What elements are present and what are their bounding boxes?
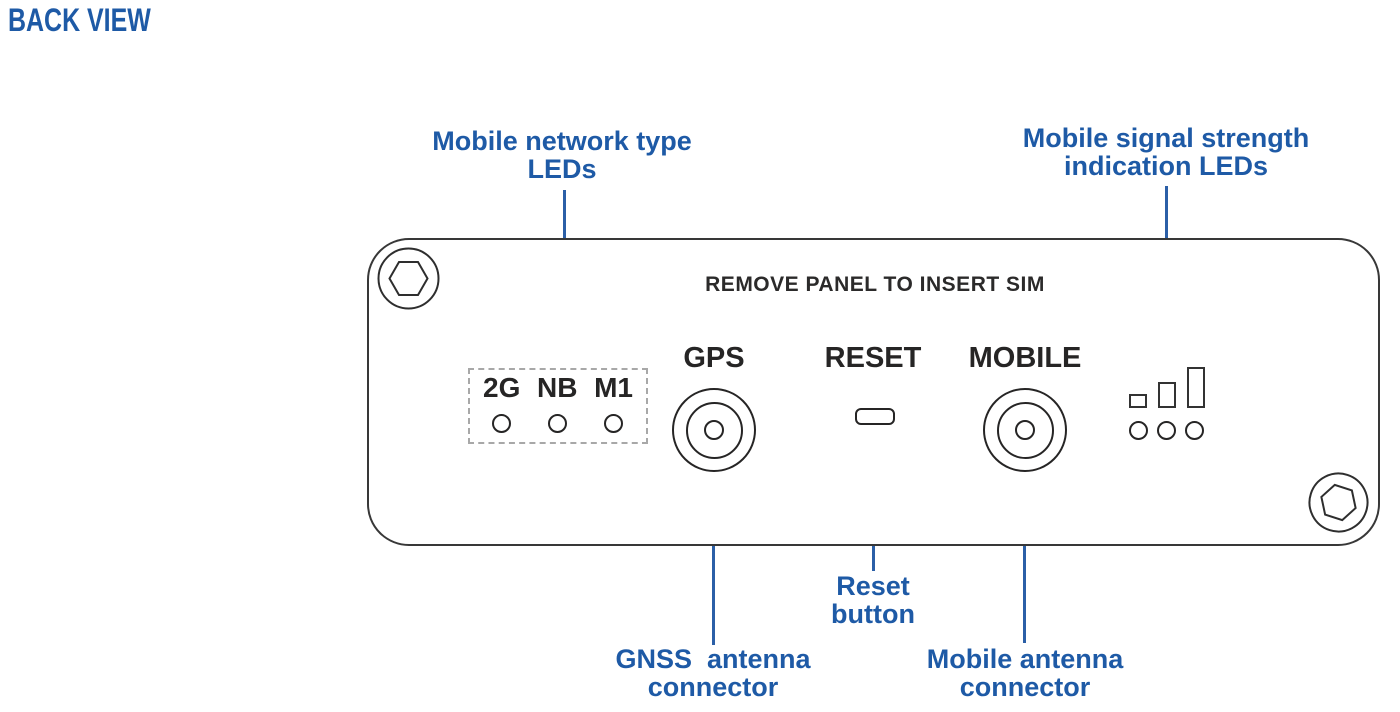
annotation-line: Mobile signal strength [1022,123,1310,153]
page-title: BACK VIEW [8,2,151,38]
annotation-network-type-leds: Mobile network type LEDs [362,127,762,183]
annotation-line: LEDs [527,154,597,184]
led-label: M1 [594,372,633,403]
annotation-line: Mobile antenna [926,644,1124,674]
annotation-line: Mobile network type [432,126,692,156]
leader-line-mobile-connector [1023,475,1026,643]
led-indicator [1185,421,1204,440]
led-indicator [604,414,624,433]
mobile-antenna-connector [983,388,1067,472]
connector-ring [996,401,1054,459]
led-label: NB [537,372,578,403]
screw-icon [377,247,440,310]
signal-strength-leds [1129,367,1205,440]
led-indicator [1157,421,1176,440]
signal-bar-icon [1158,382,1176,408]
annotation-gnss-connector: GNSS antenna connector [513,645,913,701]
led-label: 2G [483,372,521,403]
connector-ring [685,401,743,459]
leader-line-gnss-connector [712,474,715,645]
connector-pin [1015,420,1035,440]
annotation-mobile-connector: Mobile antenna connector [825,645,1225,701]
annotation-line: button [831,599,915,629]
annotation-line: GNSS antenna [615,644,811,674]
signal-bars [1129,367,1205,408]
annotation-reset-button: Reset button [723,572,1023,628]
led-nb: NB [537,373,577,433]
connector-pin [704,420,724,440]
led-2g: 2G [483,373,520,433]
reset-button [855,408,895,425]
signal-bar-icon [1187,367,1205,408]
led-indicator [1129,421,1148,440]
led-indicator [547,414,567,433]
screw-icon [1308,472,1369,533]
gps-port-label: GPS [683,342,745,374]
network-type-leds-box: 2G NB M1 [468,368,648,444]
signal-bar-icon [1129,394,1147,408]
annotation-signal-strength-leds: Mobile signal strength indication LEDs [966,124,1366,180]
annotation-line: Reset [836,571,910,601]
mobile-port-label: MOBILE [968,342,1082,374]
led-m1: M1 [594,373,633,433]
signal-led-dots [1129,421,1205,440]
annotation-line: connector [647,672,779,702]
device-back-panel [367,238,1380,546]
reset-port-label: RESET [824,342,922,374]
annotation-line: indication LEDs [1063,151,1269,181]
sim-notice-label: REMOVE PANEL TO INSERT SIM [705,273,1045,296]
led-indicator [492,414,512,433]
annotation-line: connector [959,672,1091,702]
gps-antenna-connector [672,388,756,472]
